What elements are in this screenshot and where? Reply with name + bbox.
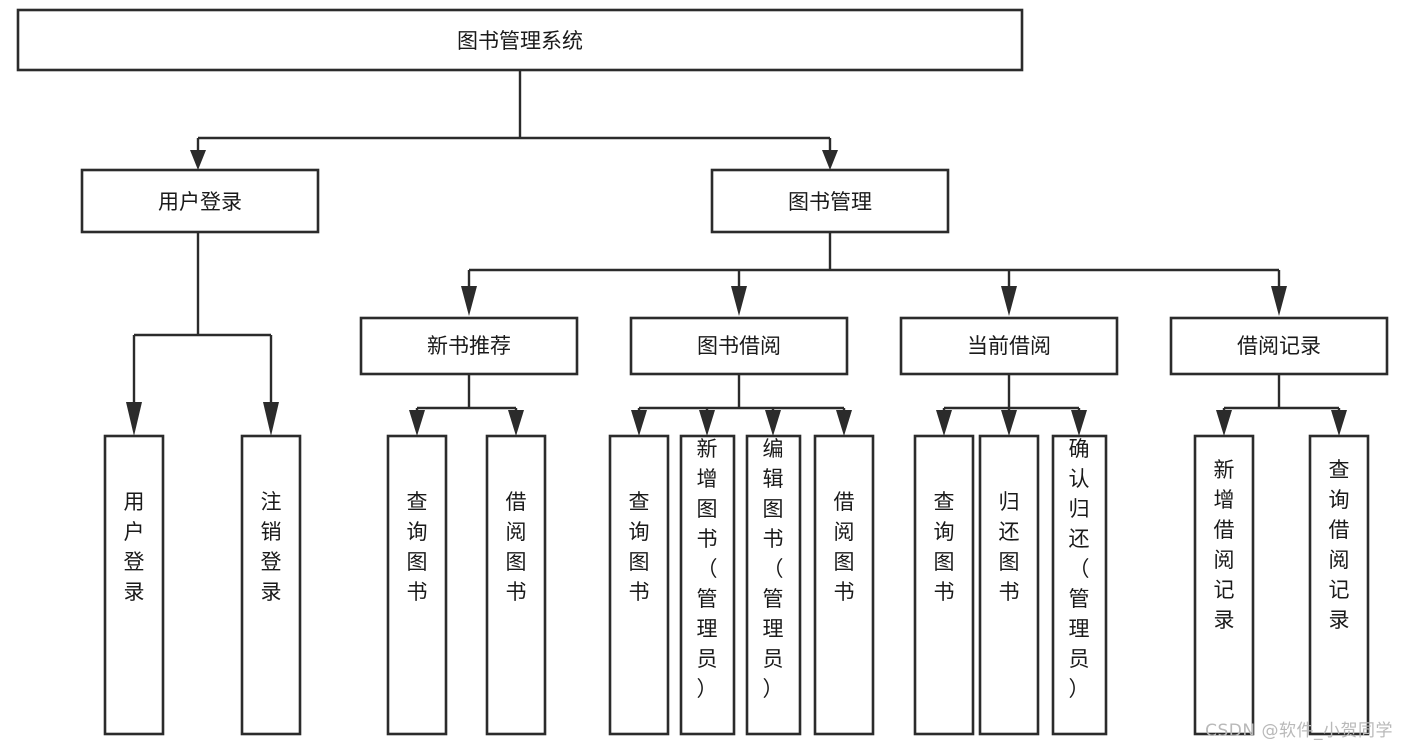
node-leaf4[interactable]: 借阅图书 [485,434,547,736]
node-leaf13[interactable]: 查询借阅记录 [1308,434,1370,736]
node-leaf13-box[interactable] [1308,434,1370,736]
arrow-head-leaf4 [508,410,524,436]
arrow-head-bookmgmt [822,150,838,170]
node-leaf2-box[interactable] [240,434,302,736]
node-leaf7-label: 编辑图书（管理员） [763,437,784,701]
node-leaf12-box[interactable] [1193,434,1255,736]
node-leaf6-box[interactable] [679,434,736,736]
node-leaf8-box[interactable] [813,434,875,736]
node-borrow-box[interactable] [629,316,849,376]
arrow-head-leaf5 [631,410,647,436]
arrow-head-leaf9 [936,410,952,436]
node-newbook-label: 新书推荐 [427,334,511,358]
node-leaf10-box[interactable] [978,434,1040,736]
node-leaf10-label: 归还图书 [999,490,1020,604]
node-leaf8-label: 借阅图书 [834,490,855,604]
node-leaf11-label: 确认归还（管理员） [1069,437,1090,701]
node-leaf5-box[interactable] [608,434,670,736]
node-leaf2[interactable]: 注销登录 [240,434,302,736]
node-newbook[interactable]: 新书推荐 [359,316,579,376]
node-leaf8[interactable]: 借阅图书 [813,434,875,736]
node-leaf6[interactable]: 新增图书（管理员） [679,434,736,736]
node-leaf5-label: 查询图书 [629,490,650,604]
node-leaf1-box[interactable] [103,434,165,736]
node-leaf10[interactable]: 归还图书 [978,434,1040,736]
node-leaf9[interactable]: 查询图书 [913,434,975,736]
node-leaf13-label: 查询借阅记录 [1329,458,1350,632]
node-login-label: 用户登录 [158,190,242,214]
node-leaf1-label: 用户登录 [124,490,145,604]
arrow-head-leaf1 [126,402,142,436]
node-leaf3-box[interactable] [386,434,448,736]
node-leaf12-label: 新增借阅记录 [1214,458,1235,632]
csdn-watermark: CSDN @软件_小贺同学 [1205,721,1393,741]
node-leaf6-label: 新增图书（管理员） [697,437,718,701]
node-login[interactable]: 用户登录 [80,168,320,234]
node-root[interactable]: 图书管理系统 [16,8,1024,72]
arrow-head-leaf12 [1216,410,1232,436]
node-borrow[interactable]: 图书借阅 [629,316,849,376]
node-current-label: 当前借阅 [967,334,1051,358]
arrow-head-leaf11 [1071,410,1087,436]
arrow-head-borrow [731,286,747,316]
arrow-head-leaf6 [699,410,715,436]
node-leaf4-label: 借阅图书 [506,490,527,604]
arrow-head-leaf10 [1001,410,1017,436]
arrow-head-login [190,150,206,170]
node-leaf2-label: 注销登录 [261,490,282,604]
node-leaf11-box[interactable] [1051,434,1108,736]
node-login-box[interactable] [80,168,320,234]
node-current-box[interactable] [899,316,1119,376]
node-leaf4-box[interactable] [485,434,547,736]
node-bookmgmt[interactable]: 图书管理 [710,168,950,234]
node-leaf7[interactable]: 编辑图书（管理员） [745,434,802,736]
node-records-label: 借阅记录 [1237,334,1321,358]
node-leaf9-box[interactable] [913,434,975,736]
arrow-head-leaf3 [409,410,425,436]
node-root-label: 图书管理系统 [457,29,583,53]
node-records[interactable]: 借阅记录 [1169,316,1389,376]
arrow-head-records [1271,286,1287,316]
node-newbook-box[interactable] [359,316,579,376]
node-leaf7-box[interactable] [745,434,802,736]
node-current[interactable]: 当前借阅 [899,316,1119,376]
node-leaf5[interactable]: 查询图书 [608,434,670,736]
arrow-head-newbook [461,286,477,316]
arrow-head-current [1001,286,1017,316]
node-leaf12[interactable]: 新增借阅记录 [1193,434,1255,736]
node-records-box[interactable] [1169,316,1389,376]
arrow-head-leaf2 [263,402,279,436]
node-leaf11[interactable]: 确认归还（管理员） [1051,434,1108,736]
node-root-box[interactable] [16,8,1024,72]
node-leaf3-label: 查询图书 [407,490,428,604]
arrow-head-leaf7 [765,410,781,436]
node-leaf9-label: 查询图书 [934,490,955,604]
node-bookmgmt-label: 图书管理 [788,190,872,214]
node-borrow-label: 图书借阅 [697,334,781,358]
node-leaf3[interactable]: 查询图书 [386,434,448,736]
arrow-head-leaf8 [836,410,852,436]
node-bookmgmt-box[interactable] [710,168,950,234]
node-leaf1[interactable]: 用户登录 [103,434,165,736]
arrow-head-leaf13 [1331,410,1347,436]
connector-layer [126,70,1347,436]
